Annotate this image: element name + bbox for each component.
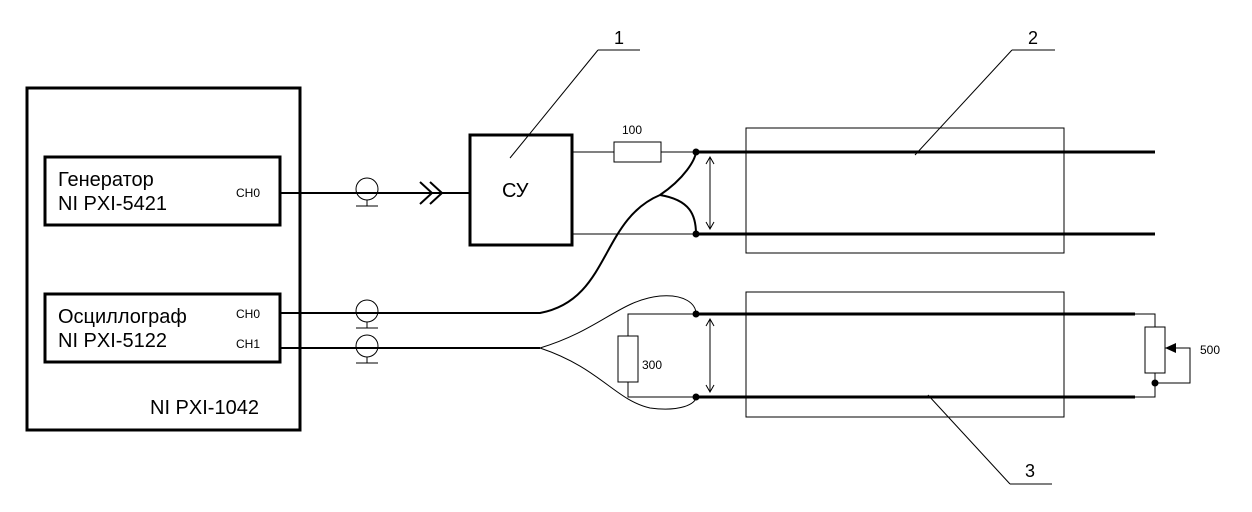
callout-1-label: 1: [614, 28, 624, 48]
resistor-100-label: 100: [622, 123, 642, 137]
control-unit-label: СУ: [502, 180, 529, 202]
coax-symbol-gen: [355, 177, 379, 207]
callout-3: 3: [927, 394, 1052, 485]
voltage-arrow-line2: [705, 155, 715, 231]
resistor-300: [617, 335, 639, 383]
scope-ch1-probe-bottom: [539, 347, 697, 410]
resistor-500: [1144, 326, 1166, 374]
r300-top-lead: [627, 313, 696, 336]
coax-symbol-ch1: [355, 334, 379, 364]
generator-ch0-label: CH0: [236, 186, 260, 200]
callout-2-label: 2: [1028, 28, 1038, 48]
voltage-arrow-line3: [705, 317, 715, 394]
callout-2: 2: [914, 28, 1055, 156]
line-3-enclosure: [745, 291, 1065, 418]
scope-ch0-probe-wire: [280, 151, 697, 314]
r500-top-lead: [1135, 313, 1156, 327]
scope-ch1-probe-top: [539, 295, 697, 349]
r500-wiper-arrow-icon: [1165, 343, 1176, 353]
control-unit-box: [468, 133, 574, 247]
callout-3-label: 3: [1025, 461, 1035, 481]
r500-bottom-lead: [1135, 373, 1156, 398]
coax-symbol-ch0: [355, 299, 379, 329]
chassis-box: [25, 86, 302, 432]
generator-name: Генератор: [58, 169, 154, 191]
oscilloscope-ch1-label: CH1: [236, 337, 260, 351]
oscilloscope-module: [43, 292, 282, 364]
chassis-label: NI PXI-1042: [150, 397, 259, 419]
oscilloscope-name: Осциллограф: [58, 306, 187, 328]
oscilloscope-model: NI PXI-5122: [58, 330, 167, 352]
generator-model: NI PXI-5421: [58, 193, 167, 215]
resistor-500-label: 500: [1200, 343, 1220, 357]
callout-1: 1: [509, 28, 640, 159]
generator-module: [43, 155, 282, 227]
scope-ch0-probe-return: [659, 194, 697, 235]
connector-arrows-icon: [419, 181, 444, 205]
resistor-100: [613, 141, 662, 163]
oscilloscope-ch0-label: CH0: [236, 307, 260, 321]
line-2-enclosure: [745, 127, 1065, 254]
r500-wiper-lead: [1155, 347, 1191, 384]
resistor-300-label: 300: [642, 358, 662, 372]
r300-bottom-lead: [627, 382, 696, 398]
